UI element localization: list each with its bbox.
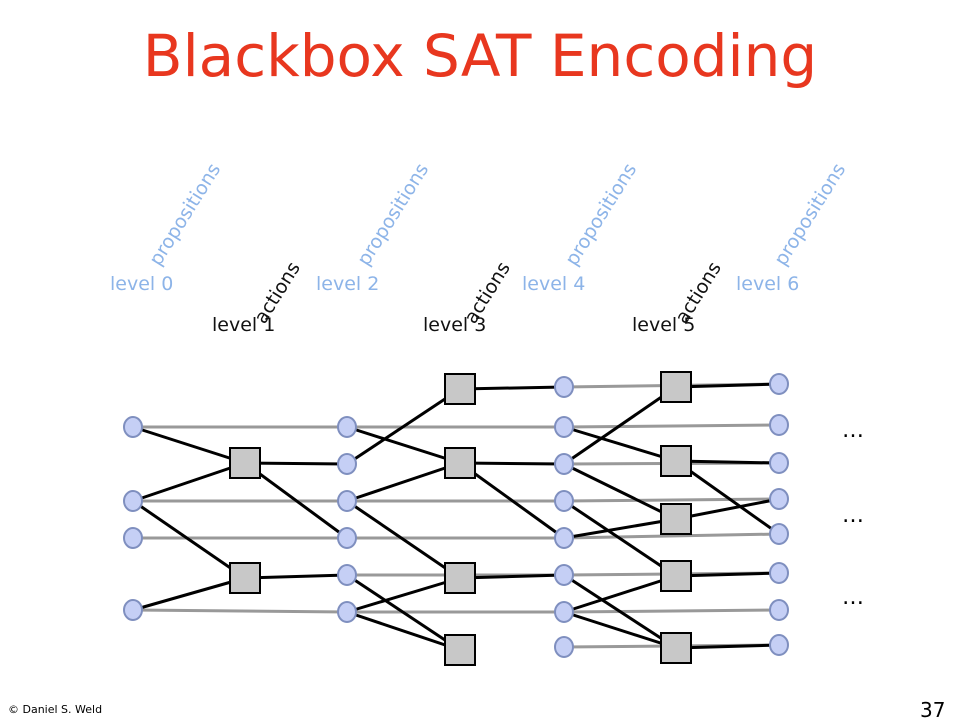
persistence-edge [563, 497, 780, 503]
proposition-node [337, 490, 357, 512]
proposition-node [769, 414, 789, 436]
proposition-node [769, 599, 789, 621]
action-edge [563, 462, 677, 521]
action-edge [346, 573, 461, 652]
action-node [660, 371, 692, 403]
proposition-node [554, 416, 574, 438]
action-edge [244, 573, 348, 580]
proposition-node [769, 562, 789, 584]
action-node [660, 445, 692, 477]
action-edge [346, 576, 461, 614]
action-edge [346, 461, 461, 503]
action-edge [563, 425, 677, 463]
proposition-node [769, 452, 789, 474]
level-label-5: level 5 [632, 314, 696, 336]
action-edge [132, 461, 246, 503]
action-node [229, 562, 261, 594]
action-node [660, 560, 692, 592]
action-edge [675, 382, 780, 389]
action-edge [459, 385, 565, 391]
persistence-edge [563, 532, 780, 540]
proposition-node [337, 601, 357, 623]
action-node [444, 447, 476, 479]
proposition-node [554, 601, 574, 623]
level-label-2: level 2 [316, 273, 380, 295]
level-label-0: level 0 [110, 273, 174, 295]
copyright-notice: © Daniel S. Weld [8, 703, 103, 716]
action-edge [132, 576, 246, 612]
action-edge [675, 571, 780, 578]
proposition-node [554, 490, 574, 512]
action-edge [459, 461, 565, 466]
graph-nodes [123, 371, 789, 666]
action-edge [675, 459, 780, 465]
proposition-node [554, 527, 574, 549]
action-edge [675, 643, 780, 650]
proposition-node [337, 564, 357, 586]
action-edges [132, 382, 780, 652]
action-edge [563, 385, 677, 466]
action-edge [346, 425, 461, 465]
proposition-node [769, 523, 789, 545]
action-edge [346, 499, 461, 580]
page-number: 37 [920, 698, 946, 722]
proposition-node [123, 416, 143, 438]
slide-title: Blackbox SAT Encoding [142, 22, 818, 90]
ellipsis-top: … [842, 418, 865, 443]
action-edge [244, 461, 348, 466]
proposition-node [337, 416, 357, 438]
action-node [444, 562, 476, 594]
action-edge [563, 574, 677, 614]
proposition-node [337, 453, 357, 475]
action-edge [346, 387, 461, 466]
proposition-node [554, 636, 574, 658]
level-label-1: level 1 [212, 314, 276, 336]
action-node [660, 632, 692, 664]
proposition-node [123, 599, 143, 621]
action-edge [675, 497, 780, 521]
level-label-6: level 6 [736, 273, 800, 295]
action-edge [563, 573, 677, 650]
action-edge [459, 461, 565, 540]
proposition-node [554, 453, 574, 475]
persistence-edge [132, 608, 348, 614]
action-edge [459, 573, 565, 580]
ellipsis-bottom: … [842, 585, 865, 610]
proposition-node [554, 564, 574, 586]
action-edge [346, 610, 461, 652]
action-edge [563, 499, 677, 578]
ellipsis-middle: … [842, 503, 865, 528]
level-label-4: level 4 [522, 273, 586, 295]
action-edge [132, 425, 246, 465]
proposition-node [123, 527, 143, 549]
proposition-node [769, 488, 789, 510]
level-label-3: level 3 [423, 314, 487, 336]
action-edge [132, 499, 246, 580]
persistence-edge [563, 608, 780, 614]
action-edge [244, 461, 348, 540]
action-node [444, 373, 476, 405]
action-node [444, 634, 476, 666]
proposition-node [554, 376, 574, 398]
persistence-edge [563, 423, 780, 429]
action-edge [563, 610, 677, 650]
action-edge [675, 459, 780, 536]
proposition-node [337, 527, 357, 549]
action-node [660, 503, 692, 535]
proposition-node [769, 373, 789, 395]
action-edge [563, 517, 677, 540]
action-node [229, 447, 261, 479]
proposition-node [123, 490, 143, 512]
proposition-node [769, 634, 789, 656]
